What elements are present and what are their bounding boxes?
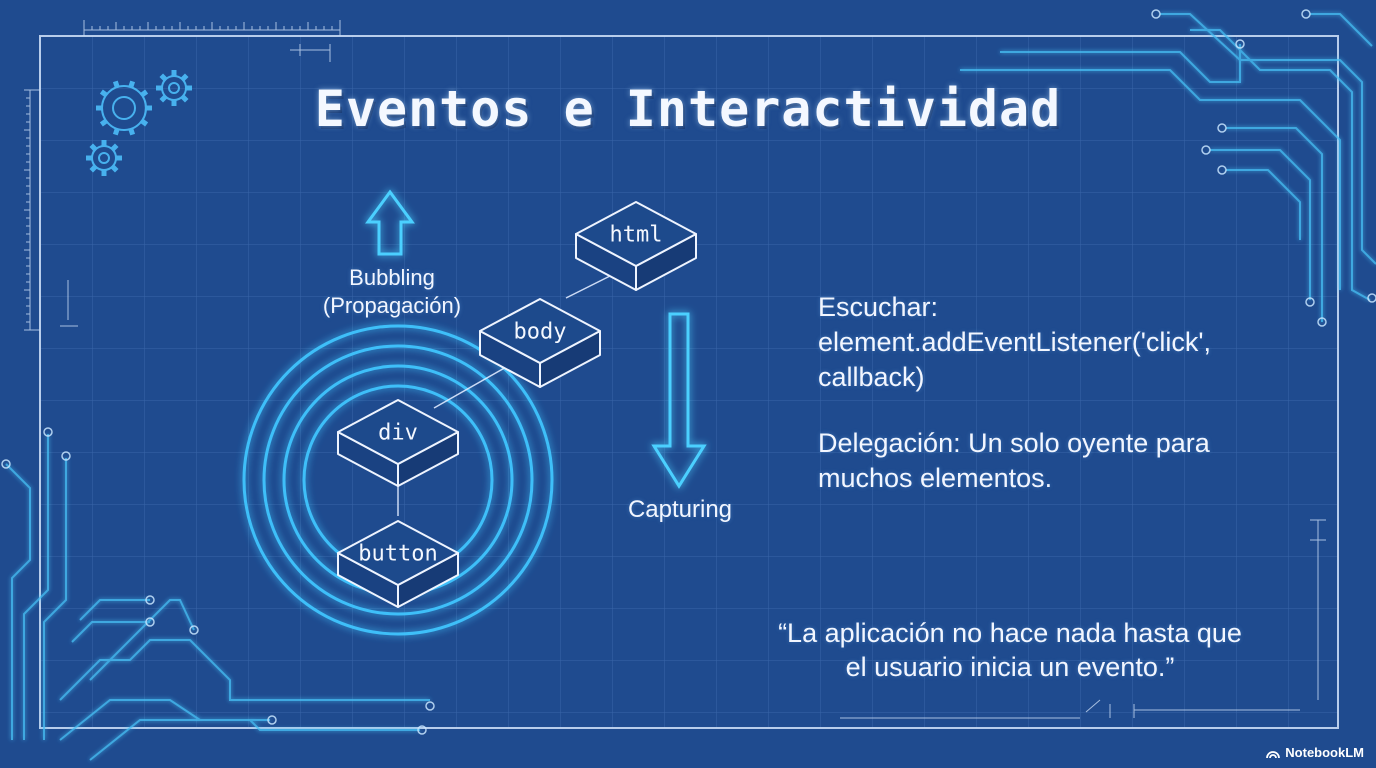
notebooklm-icon [1266,750,1281,758]
left-ruler [24,89,78,331]
gear-icon [86,70,192,176]
node-label-button: button [358,542,437,567]
notebooklm-logo: NotebookLM [1266,745,1364,760]
capturing-label: Capturing [627,496,733,523]
bubbling-label: Bubbling(Propagación) [322,265,462,318]
circuit-traces [5,13,1376,761]
node-button: button [337,520,459,608]
right-ruler [840,519,1326,719]
node-label-body: body [514,320,567,345]
node-label-div: div [378,421,418,446]
node-label-html: html [610,223,663,248]
capturing-arrow-icon [651,312,707,489]
logo-text: NotebookLM [1285,745,1364,760]
slide-title: Eventos e Interactividad [314,80,1062,138]
frame [39,35,1339,729]
bubbling-arrow-icon [365,189,415,256]
top-ruler [83,20,341,62]
node-body: body [479,298,601,388]
circuit-pads [1,9,1376,735]
listener-text: Escuchar:element.addEventListener('click… [818,292,1212,392]
node-html: html [575,201,697,291]
dom-tree: html body div button [337,201,697,608]
node-div: div [337,399,459,487]
